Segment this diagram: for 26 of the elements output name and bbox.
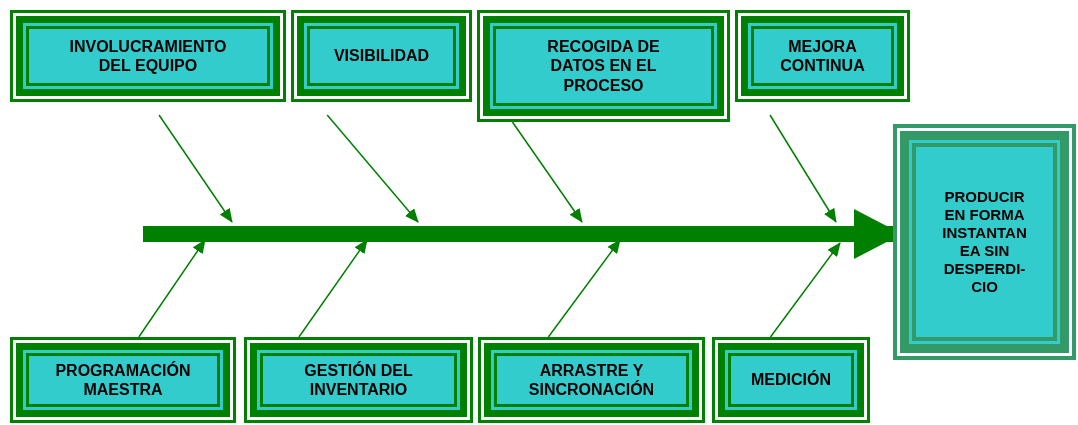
branch-arrow	[769, 242, 841, 338]
box-label: ARRASTRE Y SINCRONACIÓN	[527, 360, 656, 400]
box-label: PRODUCIR EN FORMA INSTANTAN EA SIN DESPERDI- CIO	[941, 188, 1028, 296]
box-label: MEJORA CONTINUA	[779, 36, 866, 76]
cause-box	[244, 337, 473, 423]
cause-box	[893, 124, 1076, 360]
cause-box	[291, 10, 472, 102]
box-label: VISIBILIDAD	[333, 46, 430, 66]
cause-box	[712, 337, 870, 423]
branch-arrow	[158, 114, 233, 223]
branch-arrow	[138, 239, 206, 338]
branch-arrow	[769, 114, 837, 223]
box-label: PROGRAMACIÓN MAESTRA	[54, 360, 192, 400]
box-label: INVOLUCRAMIENTO DEL EQUIPO	[68, 36, 228, 76]
cause-box	[478, 337, 705, 423]
branch-arrow	[511, 121, 583, 223]
branch-arrow	[547, 239, 621, 338]
branch-arrow	[326, 114, 419, 223]
cause-box	[10, 10, 286, 102]
cause-box	[735, 10, 910, 102]
branch-arrow	[298, 239, 368, 338]
box-label: MEDICIÓN	[751, 370, 831, 390]
box-label: RECOGIDA DE DATOS EN EL PROCESO	[546, 37, 661, 95]
box-label: GESTIÓN DEL INVENTARIO	[303, 360, 414, 400]
cause-box	[10, 337, 236, 423]
cause-box	[477, 10, 730, 122]
